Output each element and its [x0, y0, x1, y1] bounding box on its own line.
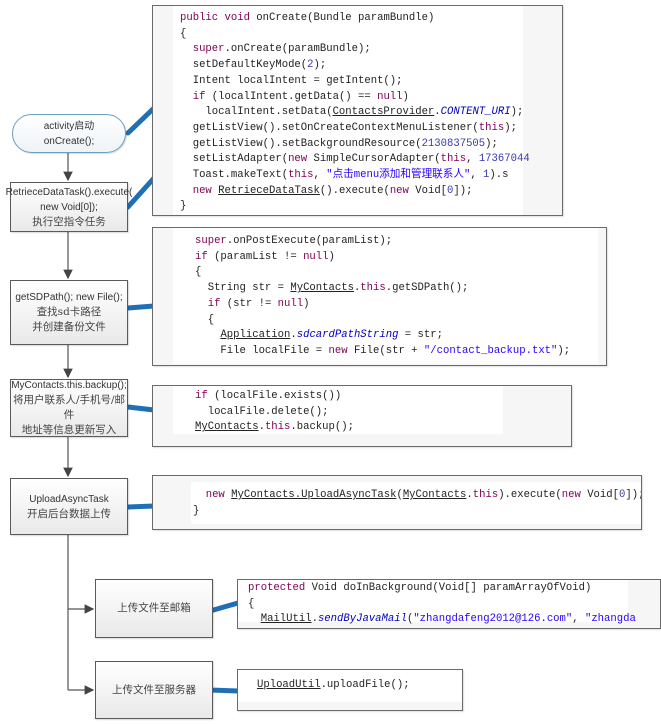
node-line: 开启后台数据上传: [27, 507, 111, 520]
code-connector: [125, 303, 157, 311]
code-connector: [125, 503, 157, 510]
code-text: if (localFile.exists()) localFile.delete…: [195, 390, 354, 434]
node-line: 执行空指令任务: [32, 215, 106, 228]
code-connector: [207, 600, 241, 614]
code-connector: [125, 105, 157, 136]
flow-node-upload-server: 上传文件至服务器: [95, 661, 213, 719]
code-block-postexecute: super.onPostExecute(paramList); if (para…: [152, 227, 607, 366]
node-line: getSDPath(); new File();: [15, 292, 123, 303]
code-text: UploadUtil.uploadFile();: [257, 679, 410, 691]
code-block-server: UploadUtil.uploadFile();: [237, 669, 463, 711]
node-line: activity启动: [43, 120, 95, 132]
node-line: 上传文件至服务器: [112, 683, 196, 696]
code-text: protected Void doInBackground(Void[] par…: [248, 582, 636, 626]
code-block-backup: if (localFile.exists()) localFile.delete…: [152, 385, 572, 447]
code-text: new MyContacts.UploadAsyncTask(MyContact…: [193, 489, 641, 517]
code-connector: [207, 687, 241, 694]
code-text: public void onCreate(Bundle paramBundle)…: [180, 12, 530, 213]
flow-node-backup: MyContacts.this.backup(); 将用户联系人/手机号/邮件 …: [10, 379, 128, 437]
flow-node-upload-mail: 上传文件至邮箱: [95, 579, 213, 638]
node-line: onCreate();: [43, 135, 95, 147]
node-line: 查找sd卡路径: [36, 306, 102, 318]
node-line: 地址等信息更新写入: [21, 424, 117, 436]
flow-node-upload-async: UploadAsyncTask 开启后台数据上传: [10, 478, 128, 535]
node-line: 上传文件至邮箱: [117, 602, 191, 614]
node-line: RetrieceDataTask().execute(: [5, 186, 133, 198]
code-connector: [125, 404, 157, 413]
node-line: new Void[0]);: [40, 201, 98, 213]
node-line: UploadAsyncTask: [29, 493, 109, 505]
flow-node-sdpath: getSDPath(); new File(); 查找sd卡路径 并创建备份文件: [10, 280, 128, 345]
code-block-mail: protected Void doInBackground(Void[] par…: [237, 579, 661, 629]
code-connector: [125, 175, 157, 210]
flow-node-retrieve-task: RetrieceDataTask().execute( new Void[0])…: [6, 182, 132, 232]
code-block-oncreate: public void onCreate(Bundle paramBundle)…: [152, 5, 563, 216]
code-block-upload-async: new MyContacts.UploadAsyncTask(MyContact…: [152, 475, 642, 530]
node-line: 将用户联系人/手机号/邮件: [12, 394, 126, 421]
node-line: 并创建备份文件: [32, 321, 106, 333]
flow-node-activity-start: activity启动 onCreate();: [12, 114, 126, 153]
node-line: MyContacts.this.backup();: [11, 380, 127, 391]
code-text: super.onPostExecute(paramList); if (para…: [195, 235, 571, 357]
